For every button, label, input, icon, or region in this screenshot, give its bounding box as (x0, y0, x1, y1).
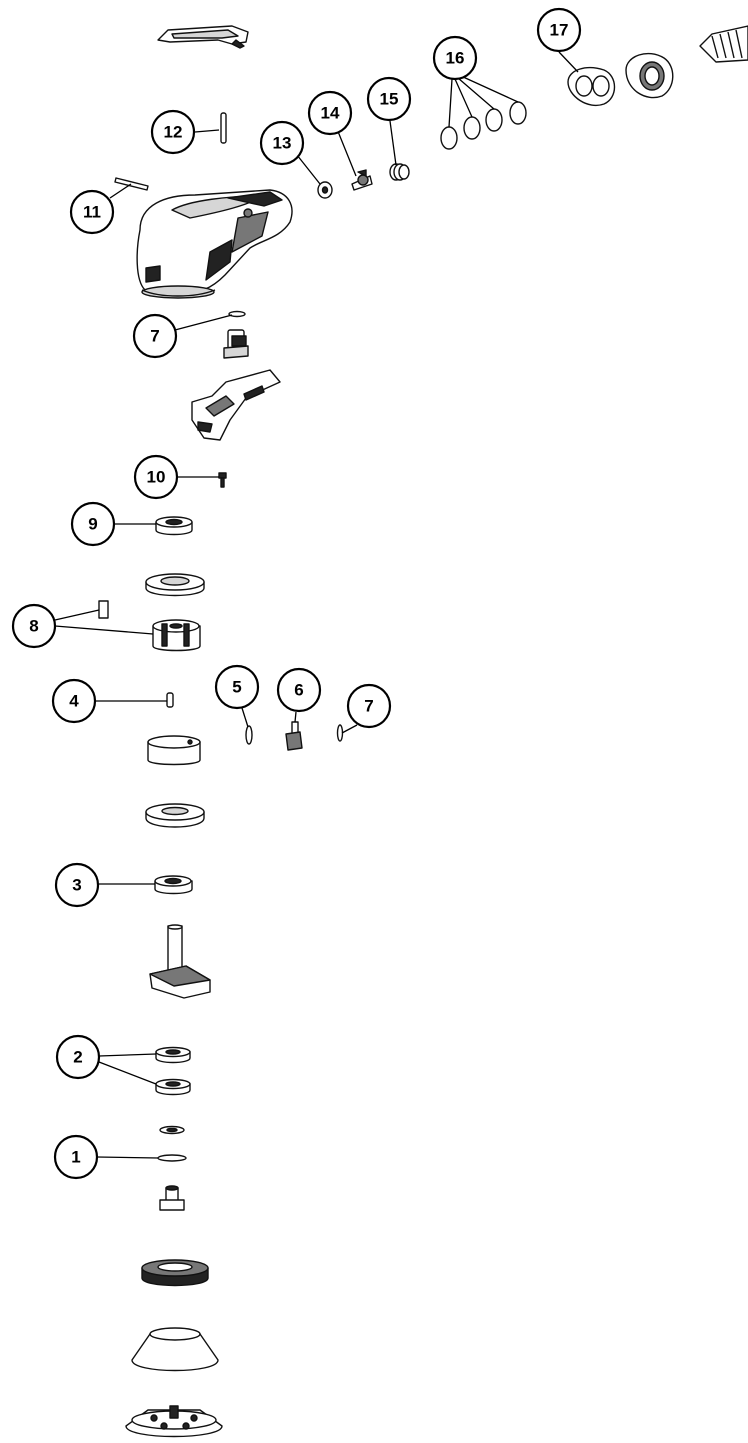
callout-label: 17 (550, 21, 569, 40)
bearing-plate (145, 573, 205, 597)
callout-label: 2 (73, 1048, 82, 1067)
callout-16: 16 (432, 35, 478, 81)
callout-label: 8 (29, 617, 38, 636)
shroud (131, 1327, 219, 1372)
air-inlet-fitting (699, 25, 748, 63)
callout-label: 13 (273, 134, 292, 153)
lower-housing-section (191, 369, 281, 441)
callout-label: 7 (364, 697, 373, 716)
valve-stem-assembly (223, 329, 249, 359)
callout-7-upper: 7 (132, 313, 178, 359)
backing-pad (125, 1405, 223, 1438)
callout-15: 15 (366, 76, 412, 122)
leader-lines (54, 51, 579, 1159)
spring-part-15 (389, 163, 410, 181)
callout-13: 13 (259, 120, 305, 166)
callout-label: 15 (380, 90, 399, 109)
callout-1: 1 (53, 1134, 99, 1180)
callout-label: 14 (321, 104, 340, 123)
counterweight-shaft (149, 924, 211, 999)
valve-part-14 (351, 169, 373, 191)
pin-part-12 (220, 112, 227, 144)
o-ring-part-7-lower (336, 724, 344, 742)
screw-part-10 (218, 472, 227, 488)
callout-10: 10 (133, 454, 179, 500)
rotor-vane-part-8 (98, 600, 109, 619)
callout-label: 5 (232, 678, 241, 697)
callout-label: 6 (294, 681, 303, 700)
cylinder (147, 735, 201, 766)
muffler-part-16 (440, 101, 527, 150)
pin-part-4 (166, 692, 174, 708)
callout-label: 4 (69, 692, 79, 711)
o-ring-part-5 (245, 725, 253, 745)
callout-label: 12 (164, 123, 183, 142)
callout-label: 10 (147, 468, 166, 487)
washer-part-13 (317, 181, 333, 199)
bearing-part-2-upper (155, 1046, 191, 1064)
main-housing (136, 189, 293, 299)
bearing-part-2-lower (155, 1078, 191, 1096)
gasket-part-17 (567, 66, 616, 107)
callout-label: 3 (72, 876, 81, 895)
lower-bearing-plate (145, 803, 205, 828)
callout-5: 5 (214, 664, 260, 710)
bearing-part-9 (155, 516, 193, 536)
callout-label: 1 (71, 1148, 80, 1167)
callout-label: 16 (446, 49, 465, 68)
callout-2: 2 (55, 1034, 101, 1080)
callout-12: 12 (150, 109, 196, 155)
spindle-nut (159, 1185, 185, 1211)
snap-ring-part-1 (157, 1154, 187, 1162)
callout-4: 4 (51, 678, 97, 724)
bearing-part-3 (154, 875, 193, 895)
callout-11: 11 (69, 189, 115, 235)
callout-7-lower: 7 (346, 683, 392, 729)
top-cover-plate (157, 25, 249, 49)
callout-8: 8 (11, 603, 57, 649)
exhaust-cap (625, 52, 674, 99)
valve-part-6 (285, 721, 303, 751)
callout-label: 7 (150, 327, 159, 346)
callout-9: 9 (70, 501, 116, 547)
shroud-ring (141, 1259, 209, 1287)
callout-14: 14 (307, 90, 353, 136)
callout-17: 17 (536, 7, 582, 53)
callout-label: 11 (83, 203, 101, 222)
rotor-part-8 (152, 619, 201, 652)
pin-part-11 (114, 177, 149, 191)
callout-3: 3 (54, 862, 100, 908)
o-ring-part-7-upper (228, 310, 246, 318)
callout-label: 9 (88, 515, 97, 534)
washer-part-1 (159, 1125, 185, 1135)
callout-6: 6 (276, 667, 322, 713)
